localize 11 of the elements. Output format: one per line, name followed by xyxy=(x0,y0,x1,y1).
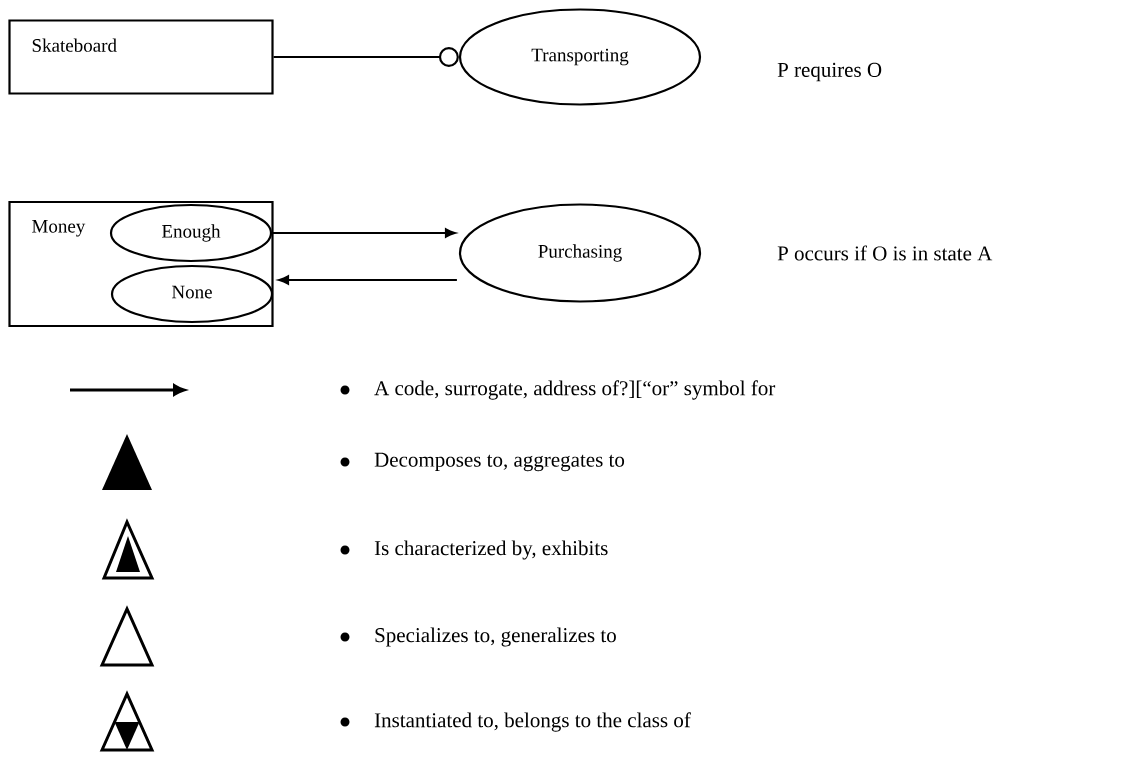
legend-text: Specializes to, generalizes to xyxy=(375,627,616,647)
connector xyxy=(278,275,457,285)
legend-text: Decomposes to, aggregates to xyxy=(374,452,625,472)
note-text: P occurs if O is in state A xyxy=(777,245,993,261)
legend-text: A code, surrogate, address of?][“or” symbol for xyxy=(374,380,776,400)
legend-text: Instantiated to, belongs to the class of xyxy=(374,712,691,732)
connector xyxy=(273,47,459,67)
legend-text: Is characterized by, exhibits xyxy=(374,540,608,560)
note-text: P requires O xyxy=(777,62,882,82)
object-box: Skateboard xyxy=(8,19,274,95)
connector xyxy=(272,228,456,238)
